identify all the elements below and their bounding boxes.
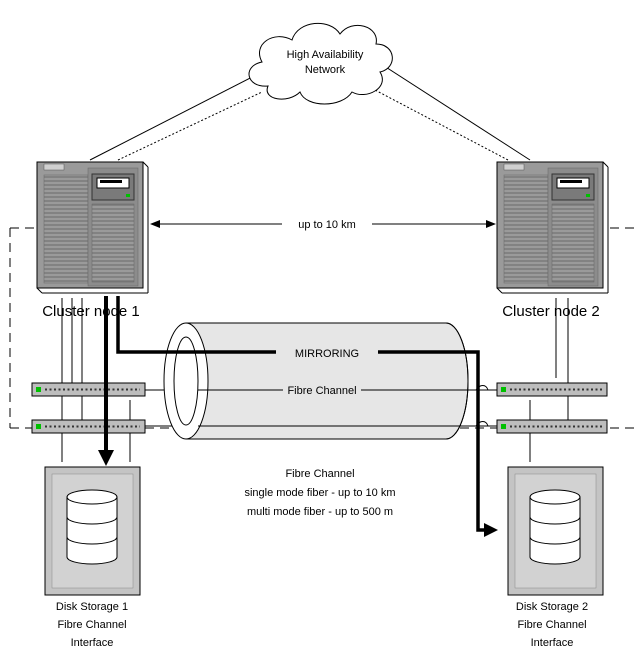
node1-fc-cables	[61, 298, 131, 462]
network-links	[89, 61, 531, 161]
storage-1-label-line1: Disk Storage 1	[56, 601, 128, 613]
cloud-label-line2: Network	[305, 64, 346, 76]
storage-2-label-line2: Fibre Channel	[517, 619, 586, 631]
fibre-channel-tube	[163, 322, 469, 440]
network-links-dotted	[117, 89, 509, 161]
distance-arrow: up to 10 km	[150, 219, 496, 231]
fc-switch-right-top	[496, 382, 608, 397]
mirroring-label: MIRRORING	[295, 348, 359, 360]
node1-to-storage1-arrow	[98, 296, 114, 466]
site-boundary-dashed	[9, 227, 637, 429]
fc-switch-right-bottom	[496, 419, 608, 434]
cluster-node-2-server	[496, 161, 609, 294]
cloud-label-line1: High Availability	[287, 49, 364, 61]
disk-storage-2	[507, 466, 604, 596]
fc-switch-left-bottom	[31, 419, 146, 434]
storage-2-label-line1: Disk Storage 2	[516, 601, 588, 613]
fc-info-line2: single mode fiber - up to 10 km	[244, 487, 395, 499]
disk-storage-1	[44, 466, 141, 596]
fc-switch-left-top	[31, 382, 146, 397]
mirroring-path: MIRRORING	[116, 296, 498, 537]
high-availability-network-cloud: High Availability Network	[248, 22, 393, 105]
cluster-node-1-label: Cluster node 1	[42, 303, 140, 320]
storage-1-label-line3: Interface	[71, 637, 114, 649]
storage-1-label-line2: Fibre Channel	[57, 619, 126, 631]
fc-info-line3: multi mode fiber - up to 500 m	[247, 506, 393, 518]
cluster-node-2-label: Cluster node 2	[502, 303, 600, 320]
storage-2-label-line3: Interface	[531, 637, 574, 649]
fc-info-line1: Fibre Channel	[285, 468, 354, 480]
distance-label: up to 10 km	[298, 219, 355, 231]
storage-1-disk-stack-icon	[66, 489, 118, 565]
fibre-channel-label: Fibre Channel	[287, 385, 356, 397]
cluster-node-1-server	[36, 161, 149, 294]
node2-fc-cables	[529, 298, 569, 462]
storage-2-disk-stack-icon	[529, 489, 581, 565]
